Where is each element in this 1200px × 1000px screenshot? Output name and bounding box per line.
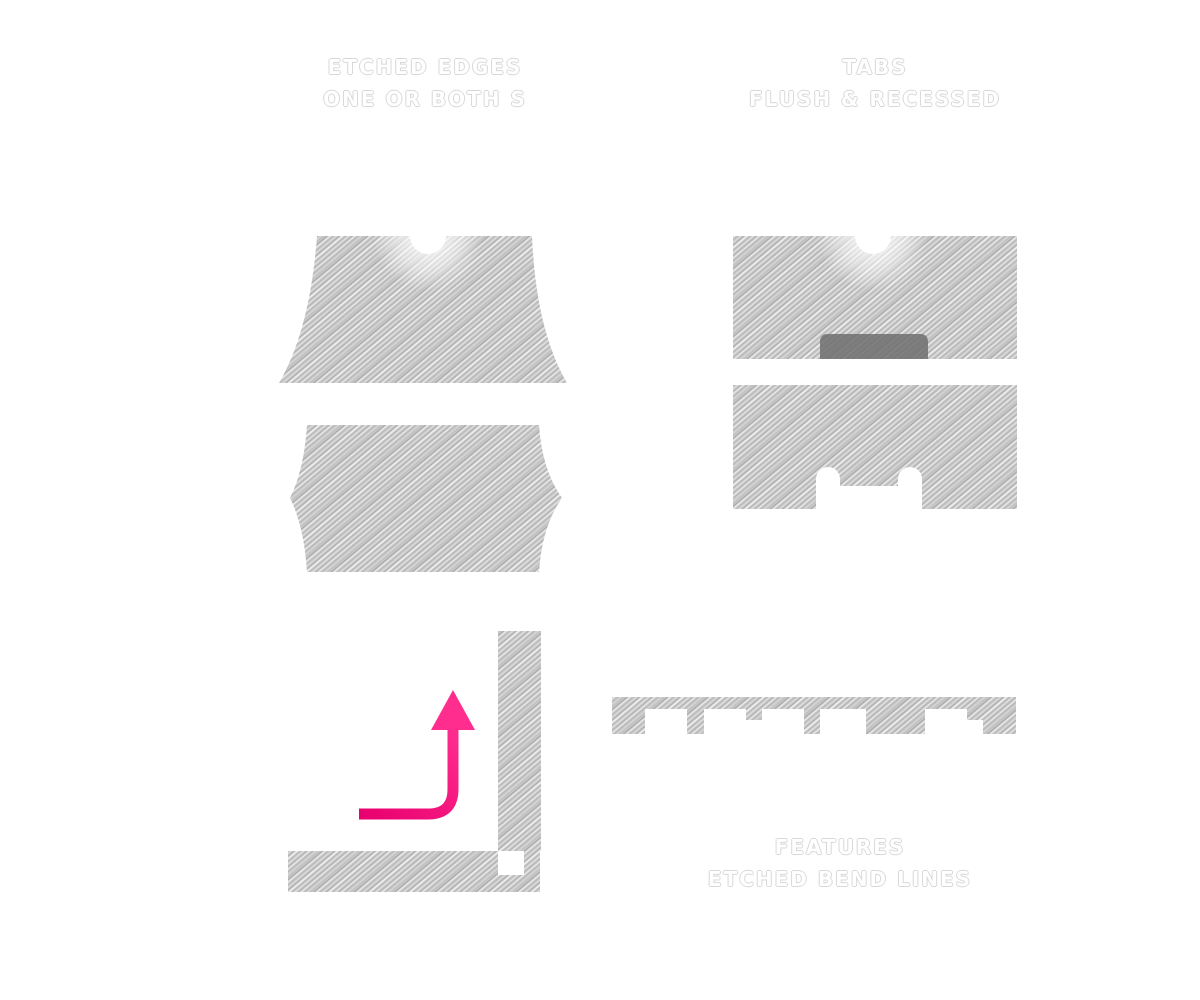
etched-bend-line-strip bbox=[612, 697, 1016, 734]
bend-lines-caption: FEATURES ETCHED BEND LINES bbox=[650, 831, 1030, 895]
etched-edges-caption: ETCHED EDGES ONE OR BOTH S bbox=[260, 51, 590, 115]
tabs-caption: TABS FLUSH & RECESSED bbox=[705, 51, 1045, 115]
notched-tab-part bbox=[733, 385, 1017, 509]
bend-slot bbox=[925, 709, 967, 734]
etched-edges-title: ETCHED EDGES bbox=[327, 55, 523, 79]
flush-tab-part bbox=[733, 181, 1017, 359]
bend-up-arrow-icon bbox=[359, 690, 475, 820]
bend-slot bbox=[762, 709, 804, 734]
tabs-title: TABS bbox=[842, 55, 908, 79]
etched-edge-trapezoid-part bbox=[279, 181, 567, 383]
l-bracket-part bbox=[288, 631, 541, 892]
etched-edge-concave-part bbox=[290, 425, 562, 572]
bend-slot bbox=[645, 709, 687, 734]
bend-slot bbox=[820, 709, 866, 734]
bend-lines-subtitle: ETCHED BEND LINES bbox=[707, 867, 973, 891]
bend-relief-notch bbox=[498, 851, 524, 875]
tabs-subtitle: FLUSH & RECESSED bbox=[748, 87, 1002, 111]
bend-slot bbox=[704, 709, 746, 734]
highlight-spot bbox=[818, 181, 928, 291]
etched-edges-subtitle: ONE OR BOTH S bbox=[323, 87, 527, 111]
recessed-tab bbox=[820, 334, 928, 359]
highlight-spot bbox=[373, 181, 483, 291]
bend-lines-title: FEATURES bbox=[774, 835, 906, 859]
